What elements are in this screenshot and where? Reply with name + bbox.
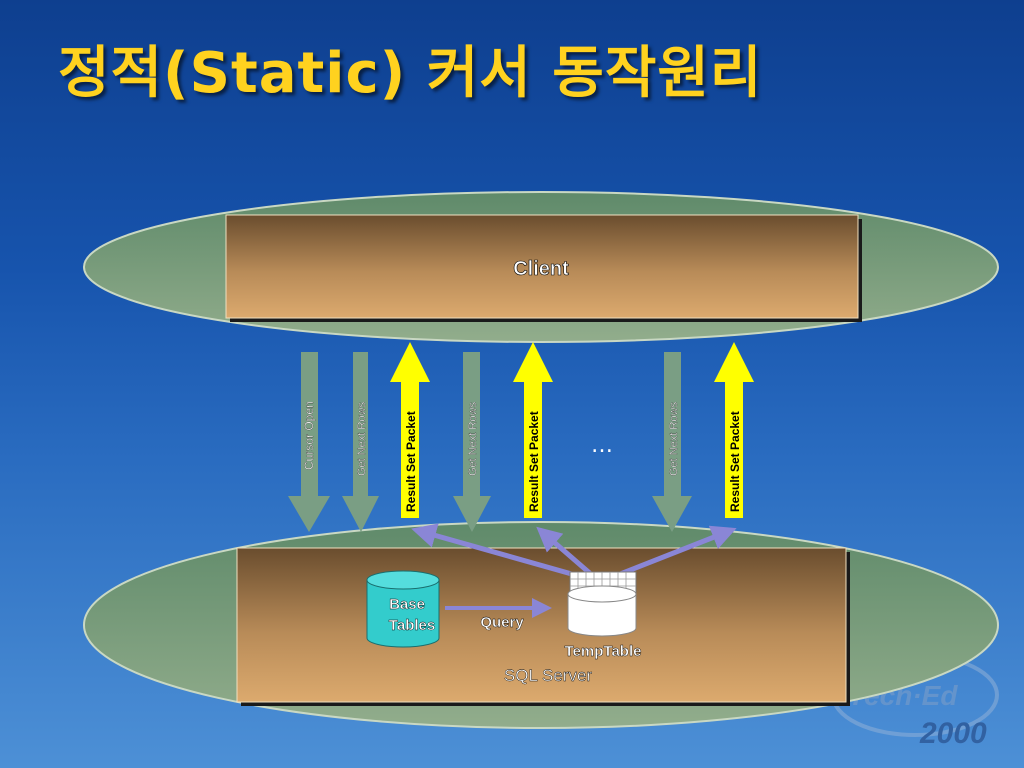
arrow-result-set-2: Result Set Packet bbox=[513, 342, 553, 518]
client-box bbox=[225, 214, 859, 319]
arrow-get-next-rows-3-label: Get Next Rows bbox=[668, 402, 680, 476]
arrow-cursor-open-label: Cursor Open bbox=[302, 401, 316, 470]
ellipsis-label: … bbox=[591, 433, 613, 458]
page-title: 정적(Static) 커서 동작원리 bbox=[58, 41, 763, 106]
query-arrow: Query bbox=[445, 598, 552, 631]
arrow-result-set-3: Result Set Packet bbox=[714, 342, 754, 518]
arrow-result-set-1-label: Result Set Packet bbox=[404, 411, 418, 512]
arrow-get-next-rows-1: Get Next Rows bbox=[342, 352, 379, 532]
arrow-get-next-rows-1-label: Get Next Rows bbox=[356, 402, 368, 476]
base-tables-line2: Tables bbox=[389, 617, 435, 634]
arrow-get-next-rows-2-label: Get Next Rows bbox=[467, 402, 479, 476]
server-label: SQL Server bbox=[504, 666, 593, 685]
temp-table-cylinder: TempTable bbox=[564, 585, 642, 660]
base-tables-cylinder: Base Tables bbox=[366, 570, 440, 648]
base-tables-line1: Base bbox=[389, 596, 425, 613]
arrow-get-next-rows-2: Get Next Rows bbox=[453, 352, 491, 532]
temp-table-label: TempTable bbox=[565, 643, 642, 660]
server-box bbox=[236, 547, 847, 703]
arrow-result-set-2-label: Result Set Packet bbox=[527, 411, 541, 512]
arrow-result-set-3-label: Result Set Packet bbox=[728, 411, 742, 512]
logo-line2: 2000 bbox=[919, 717, 987, 750]
arrow-cursor-open: Cursor Open bbox=[288, 352, 330, 532]
arrow-get-next-rows-3: Get Next Rows bbox=[652, 352, 692, 532]
client-label: Client bbox=[513, 258, 569, 280]
query-label: Query bbox=[480, 614, 524, 631]
arrow-result-set-1: Result Set Packet bbox=[390, 342, 430, 518]
